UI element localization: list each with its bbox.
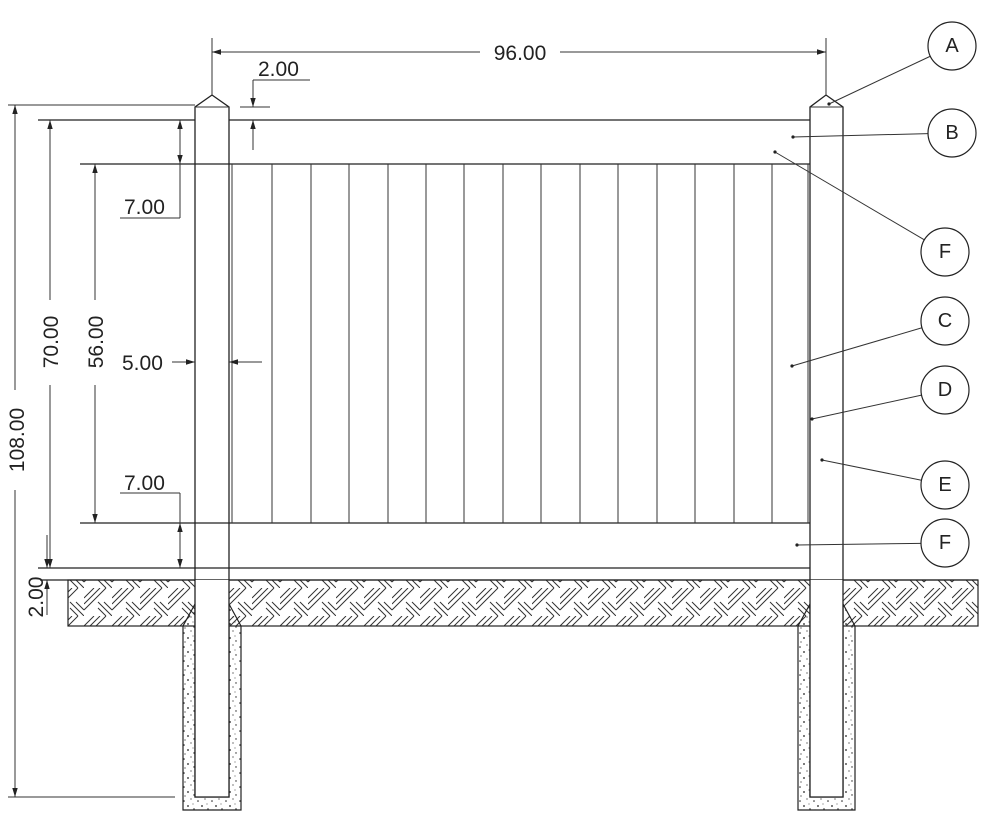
dimension-picket-height: 56.00 (85, 164, 108, 523)
dim-label-top-rail: 7.00 (124, 196, 165, 219)
leader-line (796, 542, 922, 546)
dimension-total-post: 108.00 (6, 104, 195, 798)
dim-label-ground-gap: 2.00 (25, 577, 48, 618)
leader-dot (827, 102, 831, 106)
dim-label-post-cap: 2.00 (258, 58, 299, 81)
balloon-circle (927, 108, 977, 158)
dim-label-56: 56.00 (85, 316, 108, 369)
part-callouts: A B F C D E F (773, 21, 977, 568)
right-concrete-footing (797, 580, 856, 811)
left-concrete-footing (182, 580, 242, 811)
balloon-circle (920, 296, 970, 346)
balloon-letter: A (945, 35, 959, 57)
callout-balloon-e: E (820, 458, 970, 510)
balloon-letter: F (939, 532, 951, 554)
leader-line (774, 151, 925, 241)
dim-label-bottom-rail: 7.00 (124, 472, 165, 495)
balloon-circle (920, 227, 970, 277)
dim-label-96: 96.00 (494, 42, 547, 65)
callout-balloon-f: F (773, 150, 970, 277)
leader-dot (790, 364, 794, 368)
leader-dot (810, 417, 814, 421)
leader-dot (773, 150, 777, 154)
balloon-letter: D (938, 379, 952, 401)
dim-label-108: 108.00 (6, 408, 29, 472)
dimension-panel-height: 70.00 (40, 120, 63, 568)
balloon-letter: C (938, 310, 952, 332)
balloon-circle (920, 365, 970, 415)
dimension-bottom-rail: 7.00 (120, 472, 183, 568)
callout-balloon-a: A (827, 21, 977, 106)
pickets (231, 164, 809, 523)
callout-balloon-c: C (790, 296, 970, 368)
dim-label-70: 70.00 (40, 316, 63, 369)
balloon-circle (920, 518, 970, 568)
balloon-letter: B (945, 122, 958, 144)
dimension-post-cap: 2.00 (240, 58, 310, 150)
bottom-rail (38, 522, 810, 569)
dim-label-post-width: 5.00 (122, 352, 163, 375)
leader-line (828, 55, 931, 105)
callout-balloon-b: B (791, 108, 977, 158)
callout-balloon-f: F (795, 518, 970, 568)
dimension-post-width: 5.00 (122, 352, 262, 375)
leader-dot (820, 458, 824, 462)
top-rail (38, 119, 810, 165)
leader-dot (795, 543, 799, 547)
callout-balloon-d: D (810, 365, 970, 421)
balloon-letter: E (938, 474, 951, 496)
leader-dot (791, 135, 795, 139)
balloon-circle (920, 460, 970, 510)
dimension-top-rail: 7.00 (120, 120, 183, 219)
balloon-letter: F (939, 241, 951, 263)
left-post (194, 94, 230, 798)
balloon-circle (927, 21, 977, 71)
leader-line (821, 459, 922, 481)
dimension-overall-width: 96.00 (211, 38, 827, 95)
dimension-ground-gap: 2.00 (25, 535, 50, 618)
leader-line (791, 327, 923, 367)
leader-line (792, 133, 929, 138)
leader-line (811, 394, 922, 420)
